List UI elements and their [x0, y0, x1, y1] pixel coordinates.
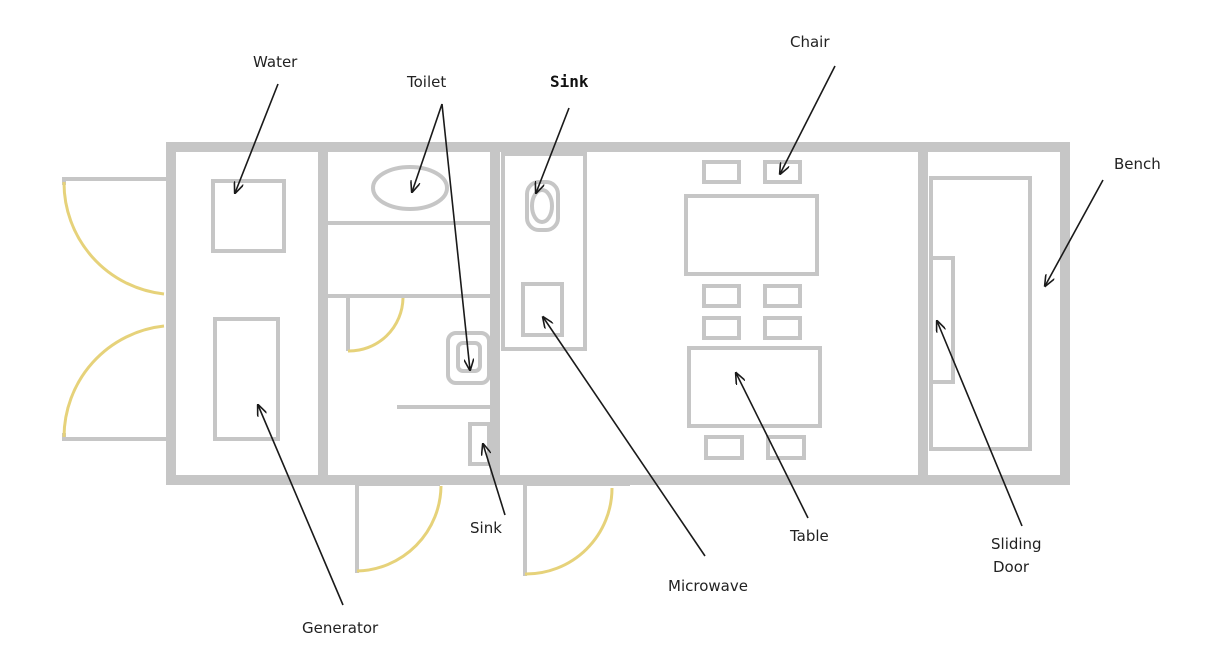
label-sliding-door-line1: Sliding [991, 535, 1042, 553]
bathroom-door-swing [347, 297, 405, 353]
chair [763, 284, 802, 308]
chair [702, 316, 741, 340]
dining-table-bottom [687, 346, 822, 428]
label-water: Water [253, 53, 298, 71]
label-microwave: Microwave [668, 577, 748, 595]
label-chair: Chair [790, 33, 830, 51]
bathroom [328, 165, 491, 466]
bench-room [929, 176, 1032, 451]
chair [702, 284, 741, 308]
bottom-door-swing-right [524, 487, 614, 576]
outer-wall [166, 142, 1070, 485]
label-sliding-door-line2: Door [993, 558, 1030, 576]
chair [766, 435, 806, 460]
sliding-door [929, 256, 955, 384]
chair [704, 435, 744, 460]
arrow-bench [1045, 179, 1104, 286]
left-entry [62, 177, 166, 441]
kitchen-sink-basin [530, 188, 554, 224]
arrow-microwave [543, 317, 706, 557]
chair [702, 160, 741, 184]
outer-walls [166, 142, 1070, 485]
callout-arrows [235, 65, 1104, 606]
left-door-swing-bottom [62, 324, 165, 438]
bottom-doors [355, 482, 630, 576]
arrow-toilet-bowl [412, 103, 443, 192]
water-tank [211, 179, 286, 253]
arrow-generator [258, 405, 344, 606]
arrow-chair [780, 65, 836, 174]
arrow-bathroom-sink [483, 444, 506, 516]
label-table: Table [789, 527, 829, 545]
label-bench: Bench [1114, 155, 1161, 173]
left-door-swing-top [62, 181, 165, 296]
arrow-table [736, 373, 809, 519]
dining-table-top [684, 194, 819, 276]
toilet-bowl [371, 165, 449, 211]
microwave-unit [521, 282, 564, 337]
label-generator: Generator [302, 619, 379, 637]
labels: Water Toilet Sink Chair Bench Sink Table… [253, 33, 1161, 637]
label-sink-bottom: Sink [470, 519, 502, 537]
chair [763, 160, 802, 184]
label-toilet: Toilet [406, 73, 446, 91]
arrow-toilet-urinal [441, 103, 470, 370]
arrow-sliding-door [937, 321, 1023, 527]
generator-room [211, 179, 286, 441]
generator-unit [213, 317, 280, 441]
arrow-kitchen-sink [536, 107, 570, 193]
bathroom-sink [468, 422, 491, 466]
chair [763, 316, 802, 340]
dining-area [684, 160, 822, 460]
arrow-water [235, 83, 279, 193]
label-sink-top: Sink [550, 72, 589, 91]
partition-walls [318, 142, 928, 485]
bottom-door-swing-left [356, 485, 443, 573]
